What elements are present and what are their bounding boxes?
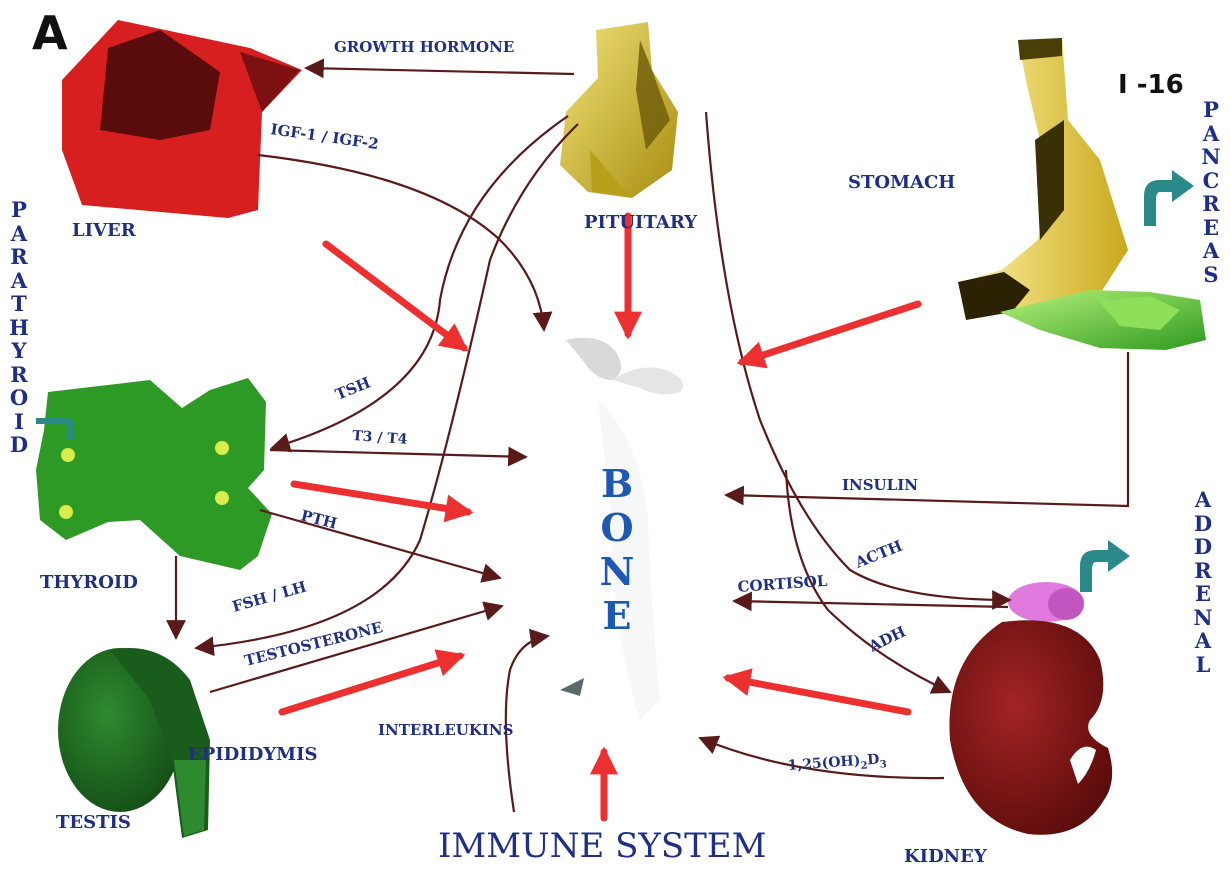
organ-label-thyroid: THYROID [40,572,138,593]
red-arrow-kidney [728,678,908,712]
pituitary-shape [560,22,678,198]
arrow-t3t4 [270,450,526,457]
adrenal-shape [1008,582,1084,622]
label-adh: ADH [865,622,909,656]
red-arrow-testis [282,656,460,712]
organ-label-pituitary: PITUITARY [584,212,697,233]
organ-label-kidney: KIDNEY [904,846,987,867]
label-igf: IGF-1 / IGF-2 [269,120,379,153]
organ-label-testis: TESTIS [56,812,131,833]
testis-shape [58,648,210,838]
label-acth: ACTH [852,537,905,572]
label-fsh-lh: FSH / LH [230,578,308,616]
panel-label: A [32,6,68,60]
label-pth: PTH [299,506,339,532]
stomach-shape [958,38,1128,320]
organ-label-stomach: STOMACH [848,172,955,193]
label-tsh: TSH [333,373,373,403]
pancreas-turn-arrow [1144,170,1194,226]
label-growth-hormone: GROWTH HORMONE [334,38,514,56]
kidney-shape [949,620,1112,835]
organ-label-immune-system: IMMUNE SYSTEM [438,826,766,866]
organ-label-epididymis: EPIDIDYMIS [188,744,318,765]
label-t3t4: T3 / T4 [352,428,408,448]
label-insulin: INSULIN [842,476,918,494]
organ-label-adrenal: A D D R E N A L [1192,488,1214,676]
thyroid-shape [36,378,272,570]
arrow-cortisol [734,601,1008,607]
red-arrow-stomach [742,304,918,362]
organ-label-liver: LIVER [72,220,136,241]
label-cortisol: CORTISOL [737,572,828,596]
adrenal-turn-arrow [1080,540,1130,592]
figure-number: I -16 [1118,70,1184,100]
liver-shape [62,20,302,218]
arrow-growth-hormone [306,68,574,74]
red-arrow-thyroid [294,484,468,512]
arrow-pth [260,510,500,578]
organ-label-pancreas: P A N C R E A S [1200,98,1222,286]
label-interleukins: INTERLEUKINS [378,721,513,739]
red-arrow-liver [326,244,464,348]
bone-label: B O N E [596,462,640,638]
organ-label-parathyroid: P A R A T H Y R O I D [8,198,30,457]
arrow-tsh [272,116,568,448]
